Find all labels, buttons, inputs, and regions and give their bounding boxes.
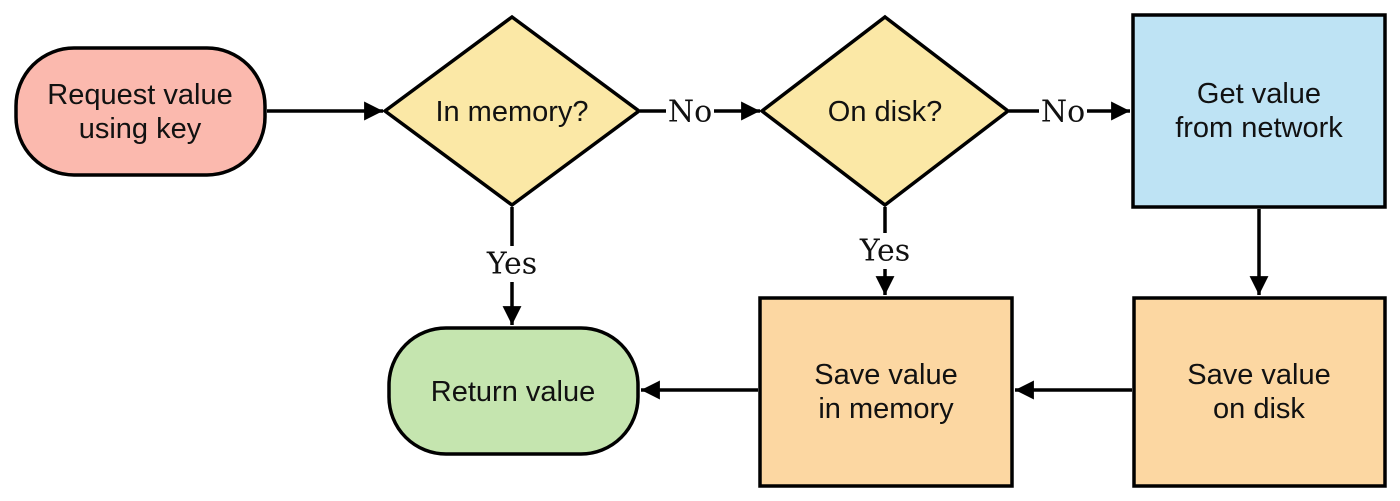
- node-label: Return value: [431, 376, 595, 408]
- node-label-line2: on disk: [1213, 393, 1305, 425]
- node-label-line1: Get value: [1197, 78, 1321, 110]
- node-get-value-from-network: Get value from network: [1131, 13, 1387, 209]
- edge-label-background: [853, 233, 917, 269]
- node-label-line1: Request value: [47, 79, 232, 111]
- node-request-value: Request value using key: [14, 46, 267, 177]
- node-label-line1: Save value: [814, 359, 958, 391]
- edge-label-no: No: [1041, 95, 1085, 130]
- edge-inmemory-yes-to-return: Yes: [480, 207, 544, 325]
- node-save-value-in-memory: Save value in memory: [758, 296, 1014, 488]
- node-label: In memory?: [435, 96, 588, 128]
- node-label-line2: in memory: [818, 393, 954, 425]
- rect-shape: [758, 296, 1014, 488]
- node-return-value: Return value: [387, 326, 640, 456]
- node-save-value-on-disk: Save value on disk: [1132, 296, 1387, 488]
- node-in-memory-decision: In memory?: [382, 14, 642, 208]
- node-on-disk-decision: On disk?: [759, 14, 1011, 208]
- stadium-shape: [14, 46, 267, 177]
- edge-label-background: [480, 246, 544, 282]
- edge-ondisk-no-to-network: No: [1009, 93, 1130, 130]
- edge-ondisk-yes-to-savememory: Yes: [853, 207, 917, 295]
- edge-label-yes: Yes: [859, 234, 910, 269]
- stadium-shape: [387, 326, 640, 456]
- diamond-shape: [382, 14, 642, 208]
- edge-label-background: [666, 93, 714, 129]
- node-label-line1: Save value: [1187, 359, 1331, 391]
- rect-shape: [1132, 296, 1387, 488]
- edge-label-yes: Yes: [486, 247, 537, 282]
- diamond-shape: [759, 14, 1011, 208]
- node-label: On disk?: [828, 96, 942, 128]
- node-label-line2: from network: [1175, 112, 1343, 144]
- node-label-line2: using key: [79, 113, 202, 145]
- edge-label-background: [1039, 93, 1087, 129]
- rect-shape: [1131, 13, 1387, 209]
- edge-label-no: No: [668, 95, 712, 130]
- edge-inmemory-no-to-ondisk: No: [640, 93, 760, 130]
